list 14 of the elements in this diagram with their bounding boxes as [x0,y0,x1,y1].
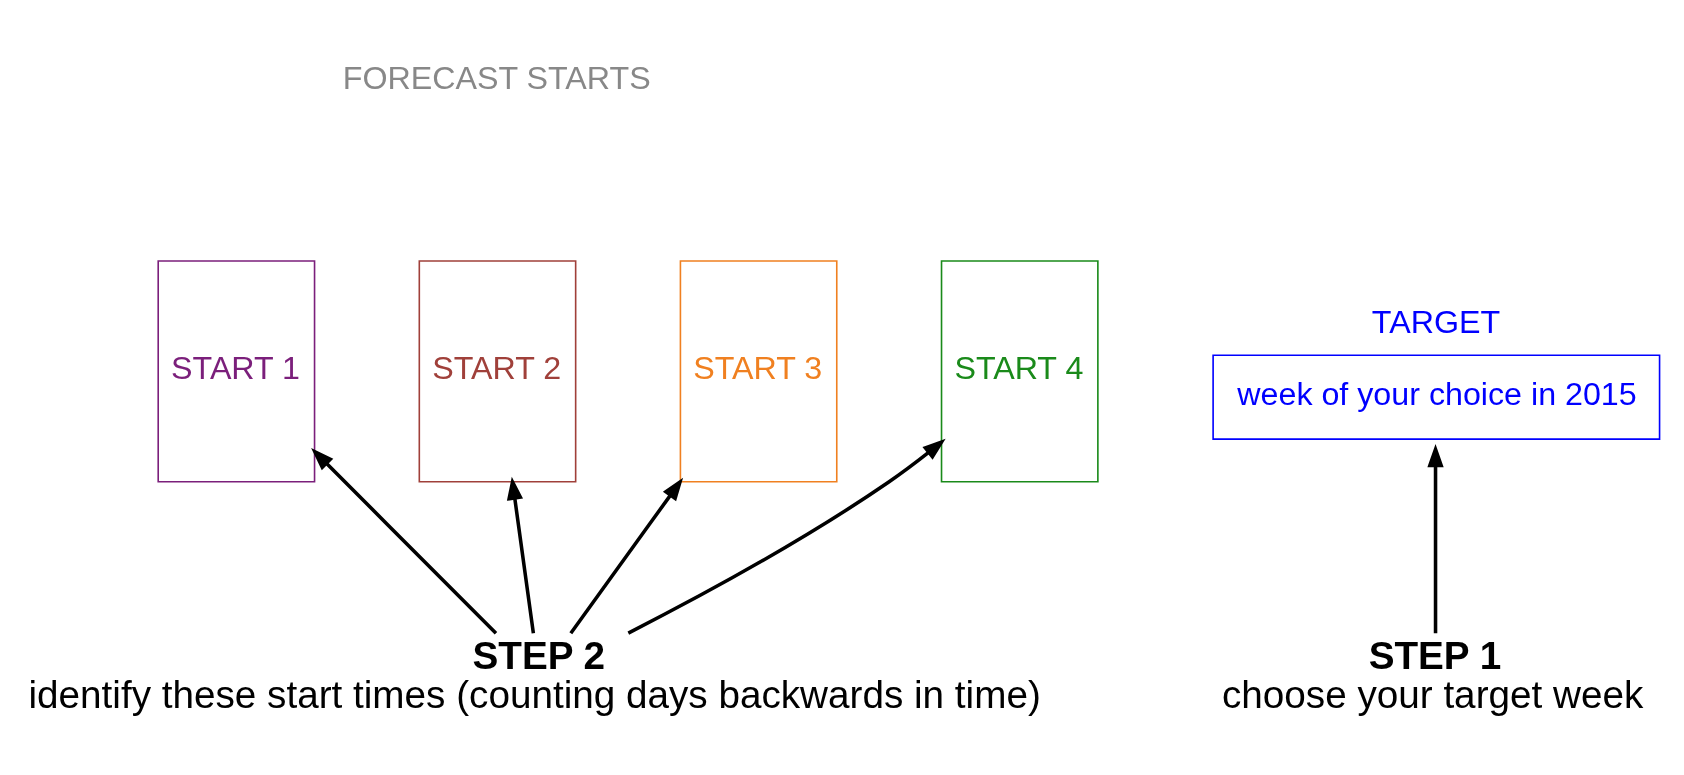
node-box: week of your choice in 2015 [1212,354,1661,440]
arrow [506,476,536,634]
arrow [1427,443,1444,634]
node-box: START 1 [157,260,316,483]
node-box: START 2 [418,260,577,483]
arrow [311,447,498,635]
node-box: START 4 [940,260,1099,483]
node-label: TARGET [1371,303,1501,340]
node-text: STEP 2 identify these start times (counting days backwards in time) [28,634,1041,716]
node-box: START 3 [679,260,838,483]
node-text: STEP 1 choose your target week [1221,634,1644,716]
arrow [569,477,684,635]
label: FORECAST STARTS [342,59,651,96]
arrow [627,438,946,635]
